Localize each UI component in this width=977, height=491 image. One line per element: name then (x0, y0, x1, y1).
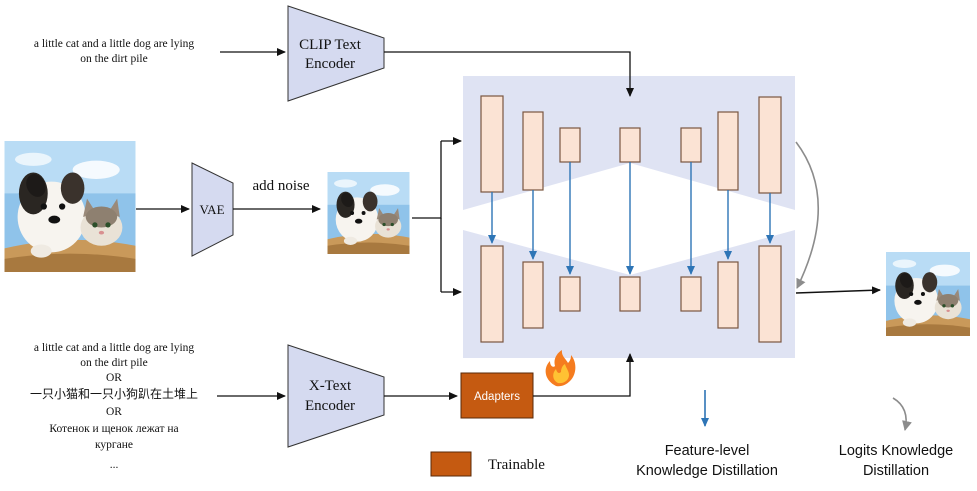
feature-kd-legend-label-1: Feature-level (665, 443, 750, 459)
student-block-1 (480, 245, 504, 343)
adapters-block (460, 372, 534, 419)
xtext-encoder-label-2: Encoder (305, 398, 355, 414)
clip-prompt-line-1: a little cat and a little dog are lying (34, 38, 195, 50)
output-image (886, 252, 970, 336)
add-noise-label: add noise (252, 178, 309, 194)
input-image (4, 141, 136, 272)
vae-block (191, 162, 234, 257)
trainable-legend-label: Trainable (488, 457, 545, 473)
teacher-block-1 (480, 95, 504, 193)
multi-prompt-line-7: кургане (95, 439, 133, 451)
xtext-encoder-label-1: X-Text (309, 378, 352, 394)
multi-prompt-line-1: a little cat and a little dog are lying (34, 342, 195, 354)
multi-prompt-line-2: on the dirt pile (80, 357, 147, 369)
clip-encoder-label-2: Encoder (305, 56, 355, 72)
logits-kd-legend-label-2: Distillation (863, 463, 929, 479)
arrow-unet-to-output (795, 286, 881, 295)
multi-prompt-line-3: OR (106, 372, 122, 384)
arrow-clip-to-unet (384, 51, 634, 97)
teacher-block-3 (559, 127, 581, 163)
student-block-7 (758, 245, 782, 343)
teacher-block-5 (680, 127, 702, 163)
clip-text-encoder-block (287, 5, 385, 102)
multi-prompt-line-8: ... (110, 459, 119, 471)
multi-prompt-line-6: Котенок и щенок лежат на (49, 423, 178, 435)
vae-label: VAE (199, 202, 224, 217)
student-block-4 (619, 276, 641, 312)
arrow-adapters-to-unet (533, 353, 634, 397)
student-block-3 (559, 276, 581, 312)
student-block-6 (717, 261, 739, 329)
arrow-noisy-split (412, 141, 442, 219)
clip-prompt-line-2: on the dirt pile (80, 53, 147, 65)
teacher-block-7 (758, 96, 782, 194)
adapters-label: Adapters (474, 391, 520, 403)
multi-prompt-line-5: OR (106, 406, 122, 418)
student-block-2 (522, 261, 544, 329)
teacher-block-4 (619, 127, 641, 163)
trainable-legend-swatch (430, 451, 472, 477)
fire-icon (545, 350, 576, 387)
feature-kd-arrows (488, 162, 774, 275)
student-blocks (480, 245, 782, 343)
feature-kd-legend-label-2: Knowledge Distillation (636, 463, 778, 479)
logits-kd-legend-arrow (892, 397, 912, 431)
logits-kd-arrow (795, 141, 819, 289)
logits-kd-legend-label-1: Logits Knowledge (839, 443, 953, 459)
teacher-block-6 (717, 111, 739, 191)
teacher-block-2 (522, 111, 544, 191)
noisy-latent-image (327, 172, 410, 254)
xtext-encoder-block (287, 344, 385, 448)
multi-prompt-line-4: 一只小猫和一只小狗趴在土堆上 (30, 387, 198, 401)
clip-encoder-label-1: CLIP Text (299, 37, 362, 53)
student-block-5 (680, 276, 702, 312)
teacher-blocks (480, 95, 782, 194)
